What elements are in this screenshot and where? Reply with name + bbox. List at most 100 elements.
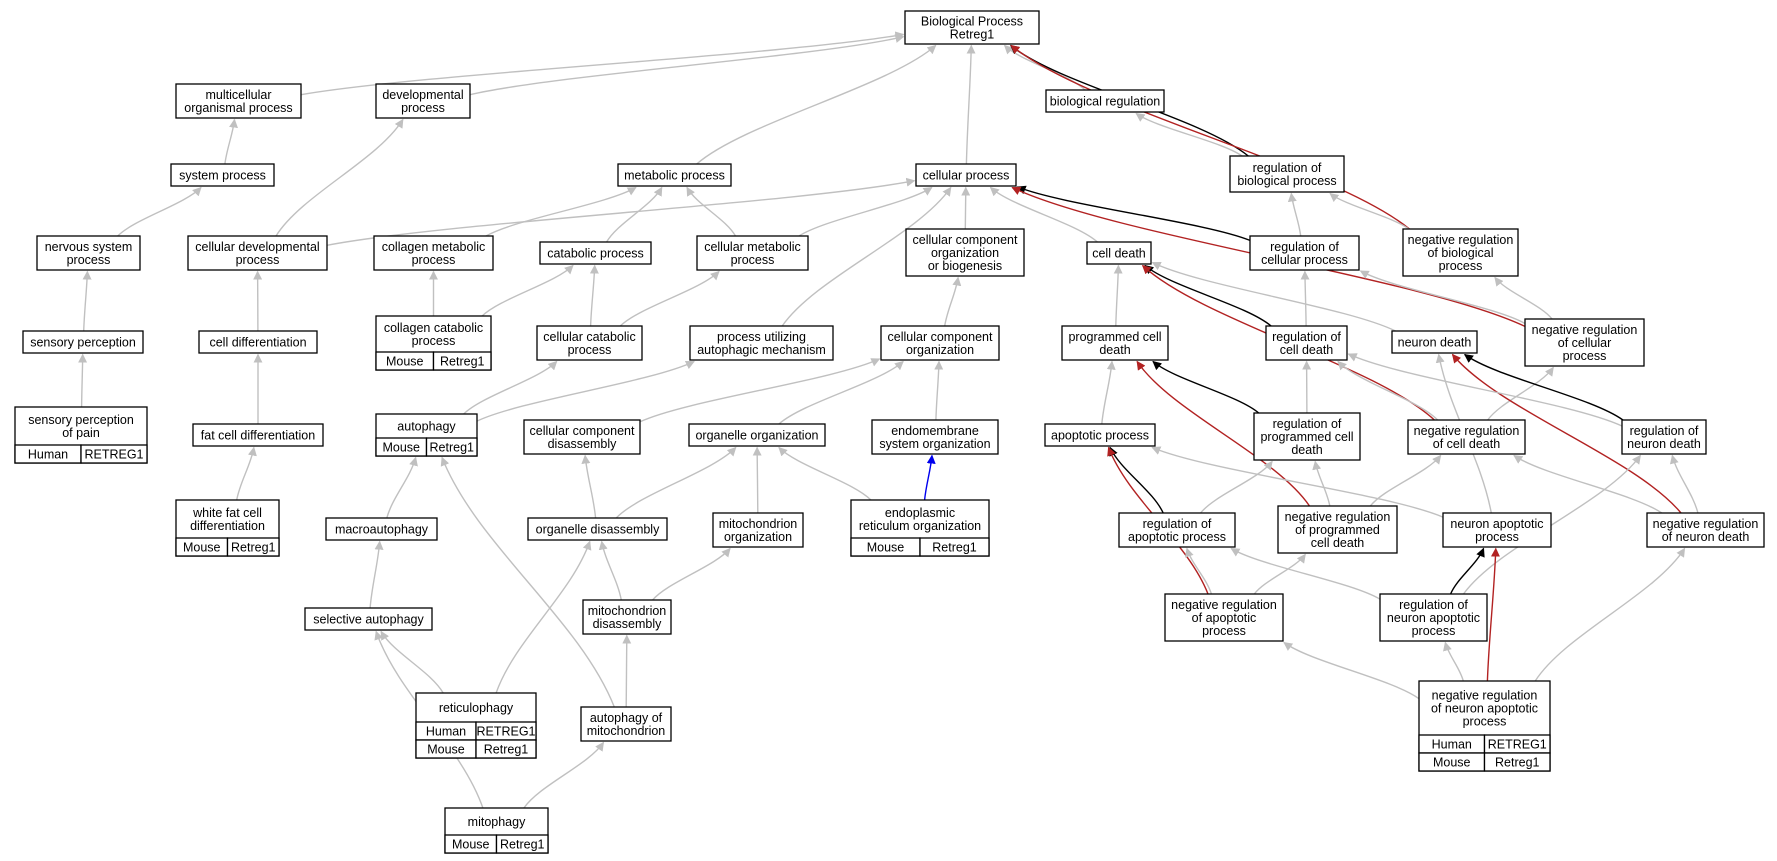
- term-label-line: process: [1463, 715, 1507, 729]
- edge-line: [1329, 192, 1410, 230]
- term-node-macro[interactable]: macroautophagy: [325, 517, 438, 541]
- term-label-line: of cell death: [1433, 437, 1500, 451]
- edge-erorg-to-orgorg: [778, 446, 872, 501]
- term-node-selauto[interactable]: selective autophagy: [304, 607, 433, 631]
- term-label-line: cellular component: [530, 424, 635, 438]
- term-node-sensp[interactable]: sensory perception: [22, 330, 144, 354]
- term-label-line: regulation of: [1270, 240, 1339, 254]
- gene-label: RETREG1: [84, 448, 143, 462]
- species-label: Mouse: [427, 743, 465, 757]
- term-label-line: cell death: [1311, 536, 1365, 550]
- term-node-metp[interactable]: metabolic process: [617, 163, 732, 187]
- edge-negregcp-to-negregbp: [1494, 276, 1553, 320]
- edge-cdp-to-dev: [275, 118, 404, 237]
- term-box: [1118, 512, 1236, 548]
- edge-line: [1669, 454, 1699, 514]
- term-box: [1086, 241, 1152, 265]
- edge-collmet-to-metp: [485, 186, 637, 237]
- term-node-fatdiff[interactable]: fat cell differentiation: [192, 423, 324, 447]
- term-label-line: negative regulation: [1653, 517, 1759, 531]
- term-label-line: programmed cell: [1068, 330, 1161, 344]
- term-node-orgdis[interactable]: organelle disassembly: [527, 517, 668, 541]
- gene-cell: [80, 444, 148, 464]
- term-label-line: of biological: [1427, 246, 1493, 260]
- term-node-orgorg[interactable]: organelle organization: [688, 423, 826, 447]
- edge-line: [1184, 547, 1213, 595]
- term-label-line: apoptotic process: [1128, 530, 1226, 544]
- term-box: [192, 423, 324, 447]
- gene-cell: [495, 834, 549, 854]
- edge-cmetp-to-metp: [686, 186, 737, 237]
- term-label-line: white fat cell: [192, 506, 262, 520]
- term-node-celldiff[interactable]: cell differentiation: [198, 330, 318, 354]
- term-node-apop[interactable]: apoptotic process: [1044, 423, 1156, 447]
- term-node-sysp[interactable]: system process: [170, 163, 275, 187]
- edge-line: [1486, 547, 1500, 682]
- gene-label: Retreg1: [1495, 756, 1540, 770]
- edge-line: [440, 456, 615, 708]
- term-label-line: negative regulation: [1408, 233, 1514, 247]
- edge-reticulo-to-selauto: [380, 630, 444, 694]
- term-node-cellp[interactable]: cellular process: [915, 163, 1017, 187]
- term-node-celldeath[interactable]: cell death: [1086, 241, 1152, 265]
- term-label-line: of neuron death: [1662, 530, 1750, 544]
- edge-line: [1283, 641, 1420, 700]
- term-label-line: of cellular: [1558, 336, 1612, 350]
- term-label-line: neuron apoptotic: [1387, 611, 1480, 625]
- edge-ccdis-to-cco: [639, 358, 881, 423]
- edge-line: [495, 540, 592, 694]
- edge-line: [605, 186, 663, 243]
- edge-line: [1151, 261, 1396, 332]
- term-node-neurondeath[interactable]: neuron death: [1391, 330, 1478, 354]
- term-node-bioreg[interactable]: biological regulation: [1045, 89, 1165, 113]
- term-label-line: mitophagy: [468, 815, 526, 829]
- term-label-line: collagen catabolic: [384, 321, 483, 335]
- edge-negregcd-to-regcd: [1337, 360, 1439, 421]
- term-label-line: differentiation: [190, 519, 265, 533]
- edge-negregnd-to-regnd: [1669, 454, 1699, 514]
- term-label-line: organization: [931, 246, 999, 260]
- term-box: [170, 163, 275, 187]
- term-node-catp[interactable]: catabolic process: [539, 241, 652, 265]
